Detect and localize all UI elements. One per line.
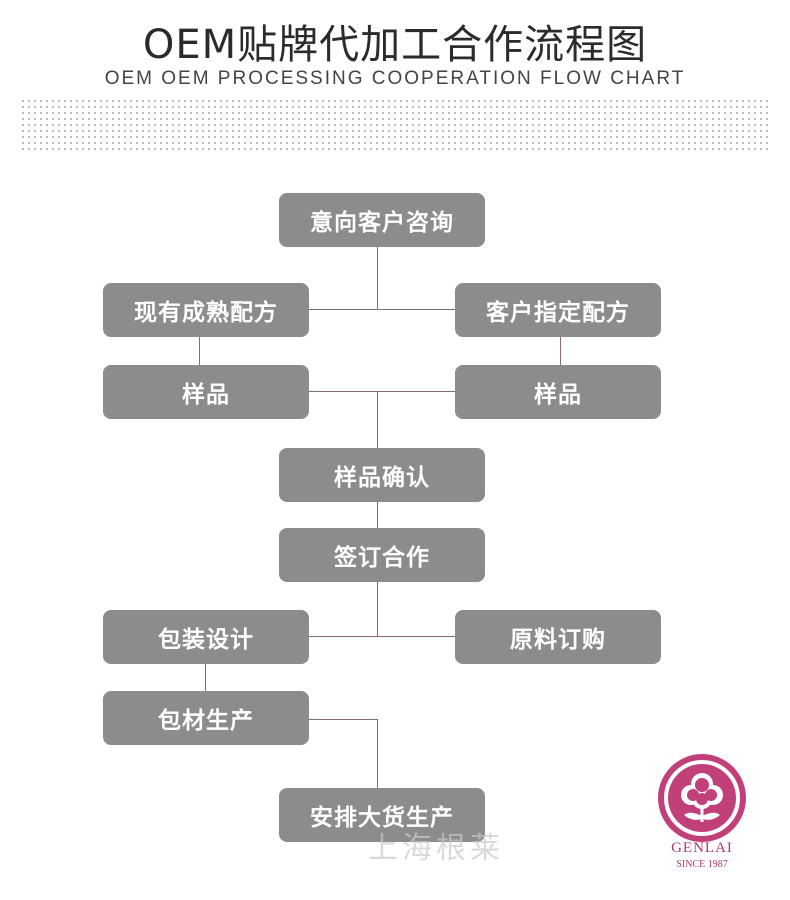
page-title: OEM贴牌代加工合作流程图: [142, 22, 648, 68]
connector-line: [377, 246, 378, 310]
brand-logo: GENLAI SINCE 1987: [656, 752, 748, 877]
step-sign-contract: 签订合作: [279, 528, 485, 582]
connector-line: [377, 580, 378, 637]
step-package-production: 包材生产: [103, 691, 309, 745]
connector-line: [308, 391, 456, 392]
connector-line: [199, 336, 200, 366]
step-customer-formula: 客户指定配方: [455, 283, 661, 337]
page-subtitle: OEM OEM PROCESSING COOPERATION FLOW CHAR…: [104, 68, 686, 89]
connector-line: [377, 719, 378, 789]
connector-line: [308, 636, 456, 637]
step-package-design: 包装设计: [103, 610, 309, 664]
connector-line: [560, 336, 561, 366]
step-existing-formula: 现有成熟配方: [103, 283, 309, 337]
watermark-text: 上海根莱: [368, 831, 504, 863]
logo-name: GENLAI: [671, 840, 733, 856]
step-sample-confirm: 样品确认: [279, 448, 485, 502]
step-mass-production: 安排大货生产: [279, 788, 485, 842]
logo-emblem-icon: [658, 754, 746, 842]
connector-line: [308, 309, 456, 310]
connector-line: [205, 663, 206, 692]
connector-line: [377, 391, 378, 449]
step-sample-left: 样品: [103, 365, 309, 419]
logo-since: SINCE 1987: [676, 859, 728, 870]
dotted-divider: [20, 98, 772, 150]
connector-line: [377, 501, 378, 529]
step-material-purchase: 原料订购: [455, 610, 661, 664]
connector-line: [308, 719, 378, 720]
step-sample-right: 样品: [455, 365, 661, 419]
step-customer-inquiry: 意向客户咨询: [279, 193, 485, 247]
